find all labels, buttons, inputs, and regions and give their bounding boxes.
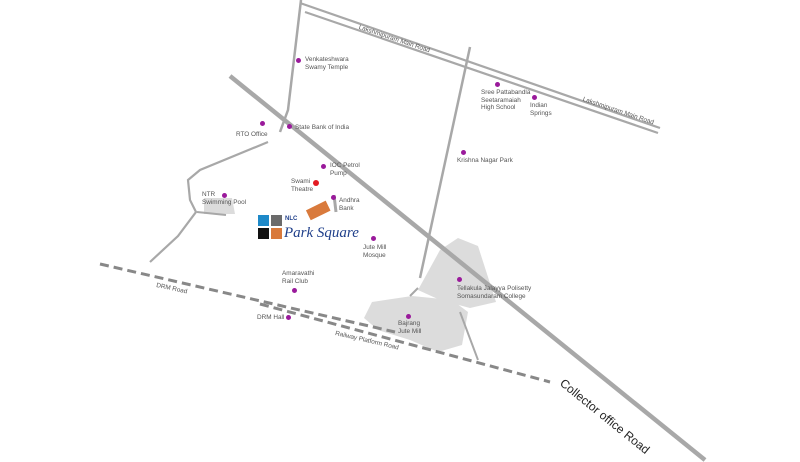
railway-lower <box>259 302 551 384</box>
poi-marker-drm-hall <box>286 315 291 320</box>
logo-square-grey <box>271 215 282 226</box>
collector-office-road <box>228 74 707 462</box>
swimming-pool-area <box>204 198 235 214</box>
label-ioc: IOC Petrol Pump <box>330 162 360 177</box>
poi-marker-amaravathi <box>292 288 297 293</box>
label-drm-hall: DRM Hall <box>257 314 285 321</box>
poi-marker-jute-mosque <box>371 236 376 241</box>
poi-marker-swami-theatre <box>313 180 319 186</box>
krishna-nagar-road <box>418 46 472 279</box>
label-venkateshwara: Venkateshwara Swamy Temple <box>305 56 349 71</box>
logo-square-black <box>258 228 269 239</box>
logo-square-blue <box>258 215 269 226</box>
label-amaravathi: Amaravathi Rail Club <box>282 270 315 285</box>
lakshmipuram-road-north <box>299 1 661 130</box>
label-krishna: Krishna Nagar Park <box>457 157 513 164</box>
poi-marker-tellakula <box>457 277 462 282</box>
railway-branch <box>459 311 479 361</box>
logo-brand-name: Park Square <box>284 225 359 241</box>
label-andhra: Andhra Bank <box>339 197 360 212</box>
logo-brand-initials: NLC <box>285 216 298 222</box>
label-swami: Swami Theatre <box>291 178 314 193</box>
poi-marker-indian <box>532 95 537 100</box>
college-grounds-area <box>418 238 496 308</box>
poi-marker-krishna <box>461 150 466 155</box>
poi-marker-venkateshwara <box>296 58 301 63</box>
ntr-loop-road <box>196 211 227 216</box>
poi-marker-ioc <box>321 164 326 169</box>
poi-marker-sbi <box>287 124 292 129</box>
label-bajrang: Bajrang Jute Mill <box>398 320 422 335</box>
label-ntr: NTR Swimming Pool <box>202 191 247 206</box>
lakshmipuram-road-south <box>304 10 659 135</box>
poi-marker-andhra <box>331 195 336 200</box>
label-tellakula: Tellakula Jalayya Polisetty Somasundaram… <box>457 285 532 300</box>
temple-road <box>278 0 303 133</box>
label-rto: RTO Office <box>236 131 268 138</box>
poi-marker-bajrang <box>406 314 411 319</box>
railway-upper <box>99 262 396 334</box>
park-square-logo: NLC Park Square <box>258 215 418 245</box>
label-jute-mosque: Jute Mill Mosque <box>363 244 387 259</box>
rto-west-road <box>149 140 269 263</box>
project-site-block <box>305 200 331 221</box>
jute-mill-area <box>364 296 468 352</box>
logo-square-orange <box>271 228 282 239</box>
poi-marker-ntr <box>222 193 227 198</box>
label-sree: Sree Pattabandla Seetaramaiah High Schoo… <box>481 89 531 112</box>
bajrang-lane <box>409 287 419 297</box>
label-sbi: State Bank of India <box>295 124 350 131</box>
label-indian: Indian Springs <box>530 102 552 117</box>
poi-marker-sree <box>495 82 500 87</box>
poi-marker-rto <box>260 121 265 126</box>
